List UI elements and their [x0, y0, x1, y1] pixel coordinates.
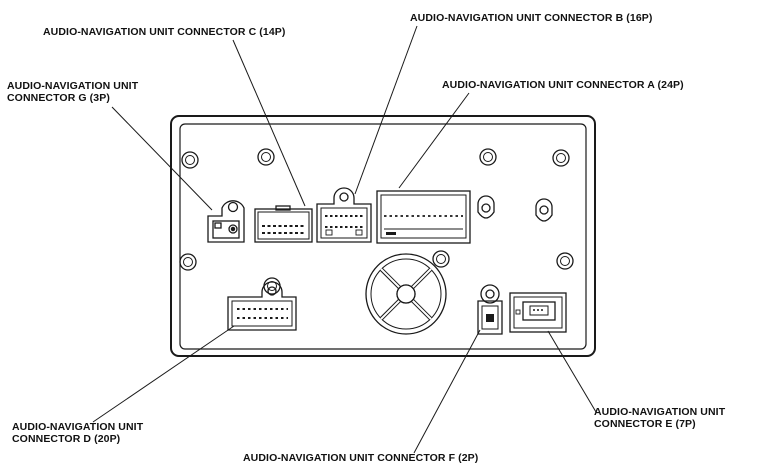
unit-housing [170, 115, 596, 357]
connector-c-14p [254, 205, 313, 243]
leader-lines [92, 25, 597, 454]
label-connector-f: AUDIO-NAVIGATION UNIT CONNECTOR F (2P) [243, 452, 479, 464]
label-connector-d: AUDIO-NAVIGATION UNIT CONNECTOR D (20P) [12, 421, 144, 445]
connector-a-24p [376, 190, 471, 244]
label-connector-e: AUDIO-NAVIGATION UNIT CONNECTOR E (7P) [594, 406, 726, 430]
connector-d-20p [227, 281, 297, 331]
connector-g-3p [207, 200, 245, 243]
mounting-tabs [477, 195, 553, 222]
connector-e-7p [509, 292, 567, 333]
label-connector-b: AUDIO-NAVIGATION UNIT CONNECTOR B (16P) [410, 12, 653, 24]
connector-b-16p [316, 187, 372, 243]
connector-f-2p [477, 284, 503, 335]
label-connector-c: AUDIO-NAVIGATION UNIT CONNECTOR C (14P) [43, 26, 286, 38]
label-connector-a: AUDIO-NAVIGATION UNIT CONNECTOR A (24P) [442, 79, 684, 91]
fan-grille [365, 253, 447, 335]
label-connector-g: AUDIO-NAVIGATION UNIT CONNECTOR G (3P) [7, 80, 139, 104]
